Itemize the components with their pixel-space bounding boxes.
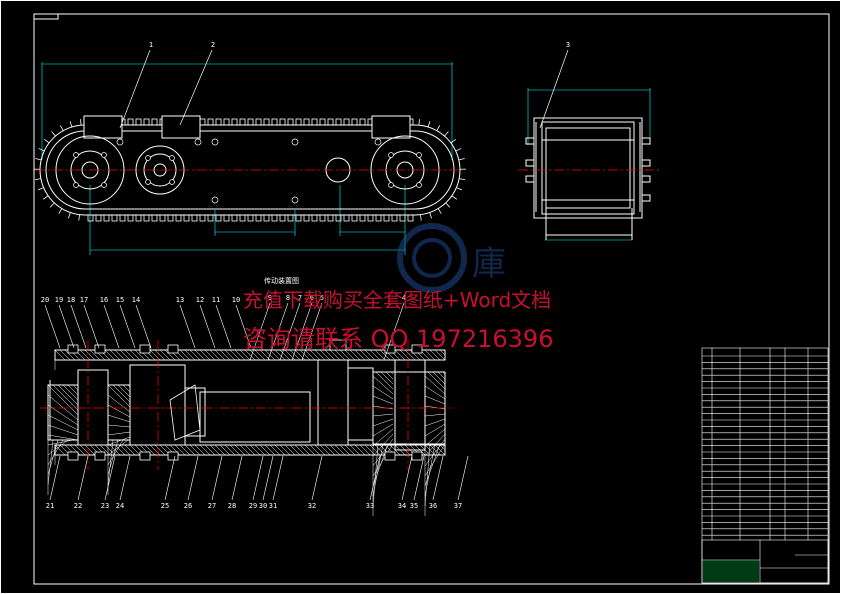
- callout-16: 16: [100, 296, 108, 304]
- callout-4: 4: [402, 294, 406, 302]
- callout-22: 22: [74, 502, 82, 510]
- callout-18: 18: [67, 296, 75, 304]
- callout-26: 26: [184, 502, 192, 510]
- callout-9: 9: [268, 294, 272, 302]
- callout-19: 19: [55, 296, 63, 304]
- callout-37: 37: [454, 502, 462, 510]
- callout-36: 36: [429, 502, 437, 510]
- bom-rows: [702, 355, 828, 536]
- callout-15: 15: [116, 296, 124, 304]
- callout-28: 28: [228, 502, 236, 510]
- callout-30: 30: [259, 502, 267, 510]
- callout-1: 1: [149, 41, 153, 49]
- svg-text:庫: 庫: [472, 244, 506, 284]
- callout-14: 14: [132, 296, 140, 304]
- callout-12: 12: [196, 296, 204, 304]
- callout-6: 6: [310, 294, 314, 302]
- callout-35: 35: [410, 502, 418, 510]
- crawler-side-view: [34, 49, 466, 255]
- callout-32: 32: [308, 502, 316, 510]
- watermark-line-2: 咨询请联系 QQ 197216396: [243, 325, 554, 353]
- title-block-stamp: [703, 560, 759, 582]
- callout-25: 25: [161, 502, 169, 510]
- section-title: 传动装置图: [264, 276, 299, 285]
- callout-34: 34: [398, 502, 406, 510]
- callout-31: 31: [269, 502, 277, 510]
- callout-8: 8: [286, 294, 290, 302]
- drive-section-view: [40, 302, 469, 516]
- watermark-line-1: 充值下载购买全套图纸+Word文档: [243, 288, 552, 312]
- callout-20: 20: [41, 296, 49, 304]
- callout-29: 29: [249, 502, 257, 510]
- callout-2: 2: [211, 41, 215, 49]
- callout-23: 23: [101, 502, 109, 510]
- callout-33: 33: [366, 502, 374, 510]
- watermark-logo: 庫: [397, 223, 506, 293]
- callout-27: 27: [208, 502, 216, 510]
- crawler-end-view: [518, 49, 660, 241]
- callout-13: 13: [176, 296, 184, 304]
- callout-24: 24: [116, 502, 124, 510]
- dimension-lines: [41, 62, 453, 255]
- callout-17: 17: [80, 296, 88, 304]
- bill-of-materials-table: [701, 347, 829, 584]
- callout-10: 10: [232, 296, 240, 304]
- callout-7: 7: [298, 294, 302, 302]
- callout-5: 5: [320, 294, 324, 302]
- callout-21: 21: [46, 502, 54, 510]
- leader-lines: [44, 302, 469, 501]
- callout-11: 11: [212, 296, 220, 304]
- callout-3: 3: [566, 41, 570, 49]
